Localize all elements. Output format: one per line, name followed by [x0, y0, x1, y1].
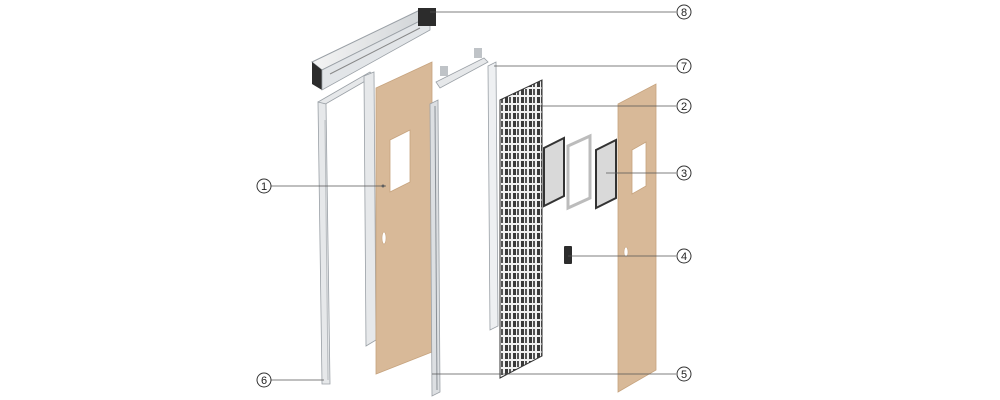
svg-text:5: 5 — [681, 369, 687, 381]
edge-rail — [487, 61, 499, 331]
svg-text:1: 1 — [261, 181, 267, 193]
front-door-panel — [375, 61, 433, 375]
callout-4: 4 — [676, 248, 692, 264]
callout-7: 7 — [676, 58, 692, 74]
svg-text:8: 8 — [681, 7, 687, 19]
callout-1: 1 — [256, 178, 272, 194]
top-operator-track — [311, 8, 436, 91]
honeycomb-core — [499, 79, 543, 379]
callout-leaders — [264, 11, 676, 381]
svg-text:6: 6 — [261, 375, 267, 387]
vertical-profile — [429, 99, 441, 397]
callout-5: 5 — [676, 366, 692, 382]
rear-door-panel — [617, 83, 657, 393]
svg-text:4: 4 — [681, 251, 687, 263]
svg-text:3: 3 — [681, 168, 687, 180]
window-glazing — [543, 133, 617, 211]
svg-text:2: 2 — [681, 101, 687, 113]
callout-markers: 1 2 3 4 5 6 7 8 — [256, 4, 692, 388]
callout-2: 2 — [676, 98, 692, 114]
callout-3: 3 — [676, 165, 692, 181]
hanger-bracket — [435, 48, 489, 89]
svg-text:7: 7 — [681, 61, 687, 73]
door-frame — [317, 71, 377, 385]
callout-8: 8 — [676, 4, 692, 20]
callout-6: 6 — [256, 372, 272, 388]
door-handle — [564, 246, 572, 264]
